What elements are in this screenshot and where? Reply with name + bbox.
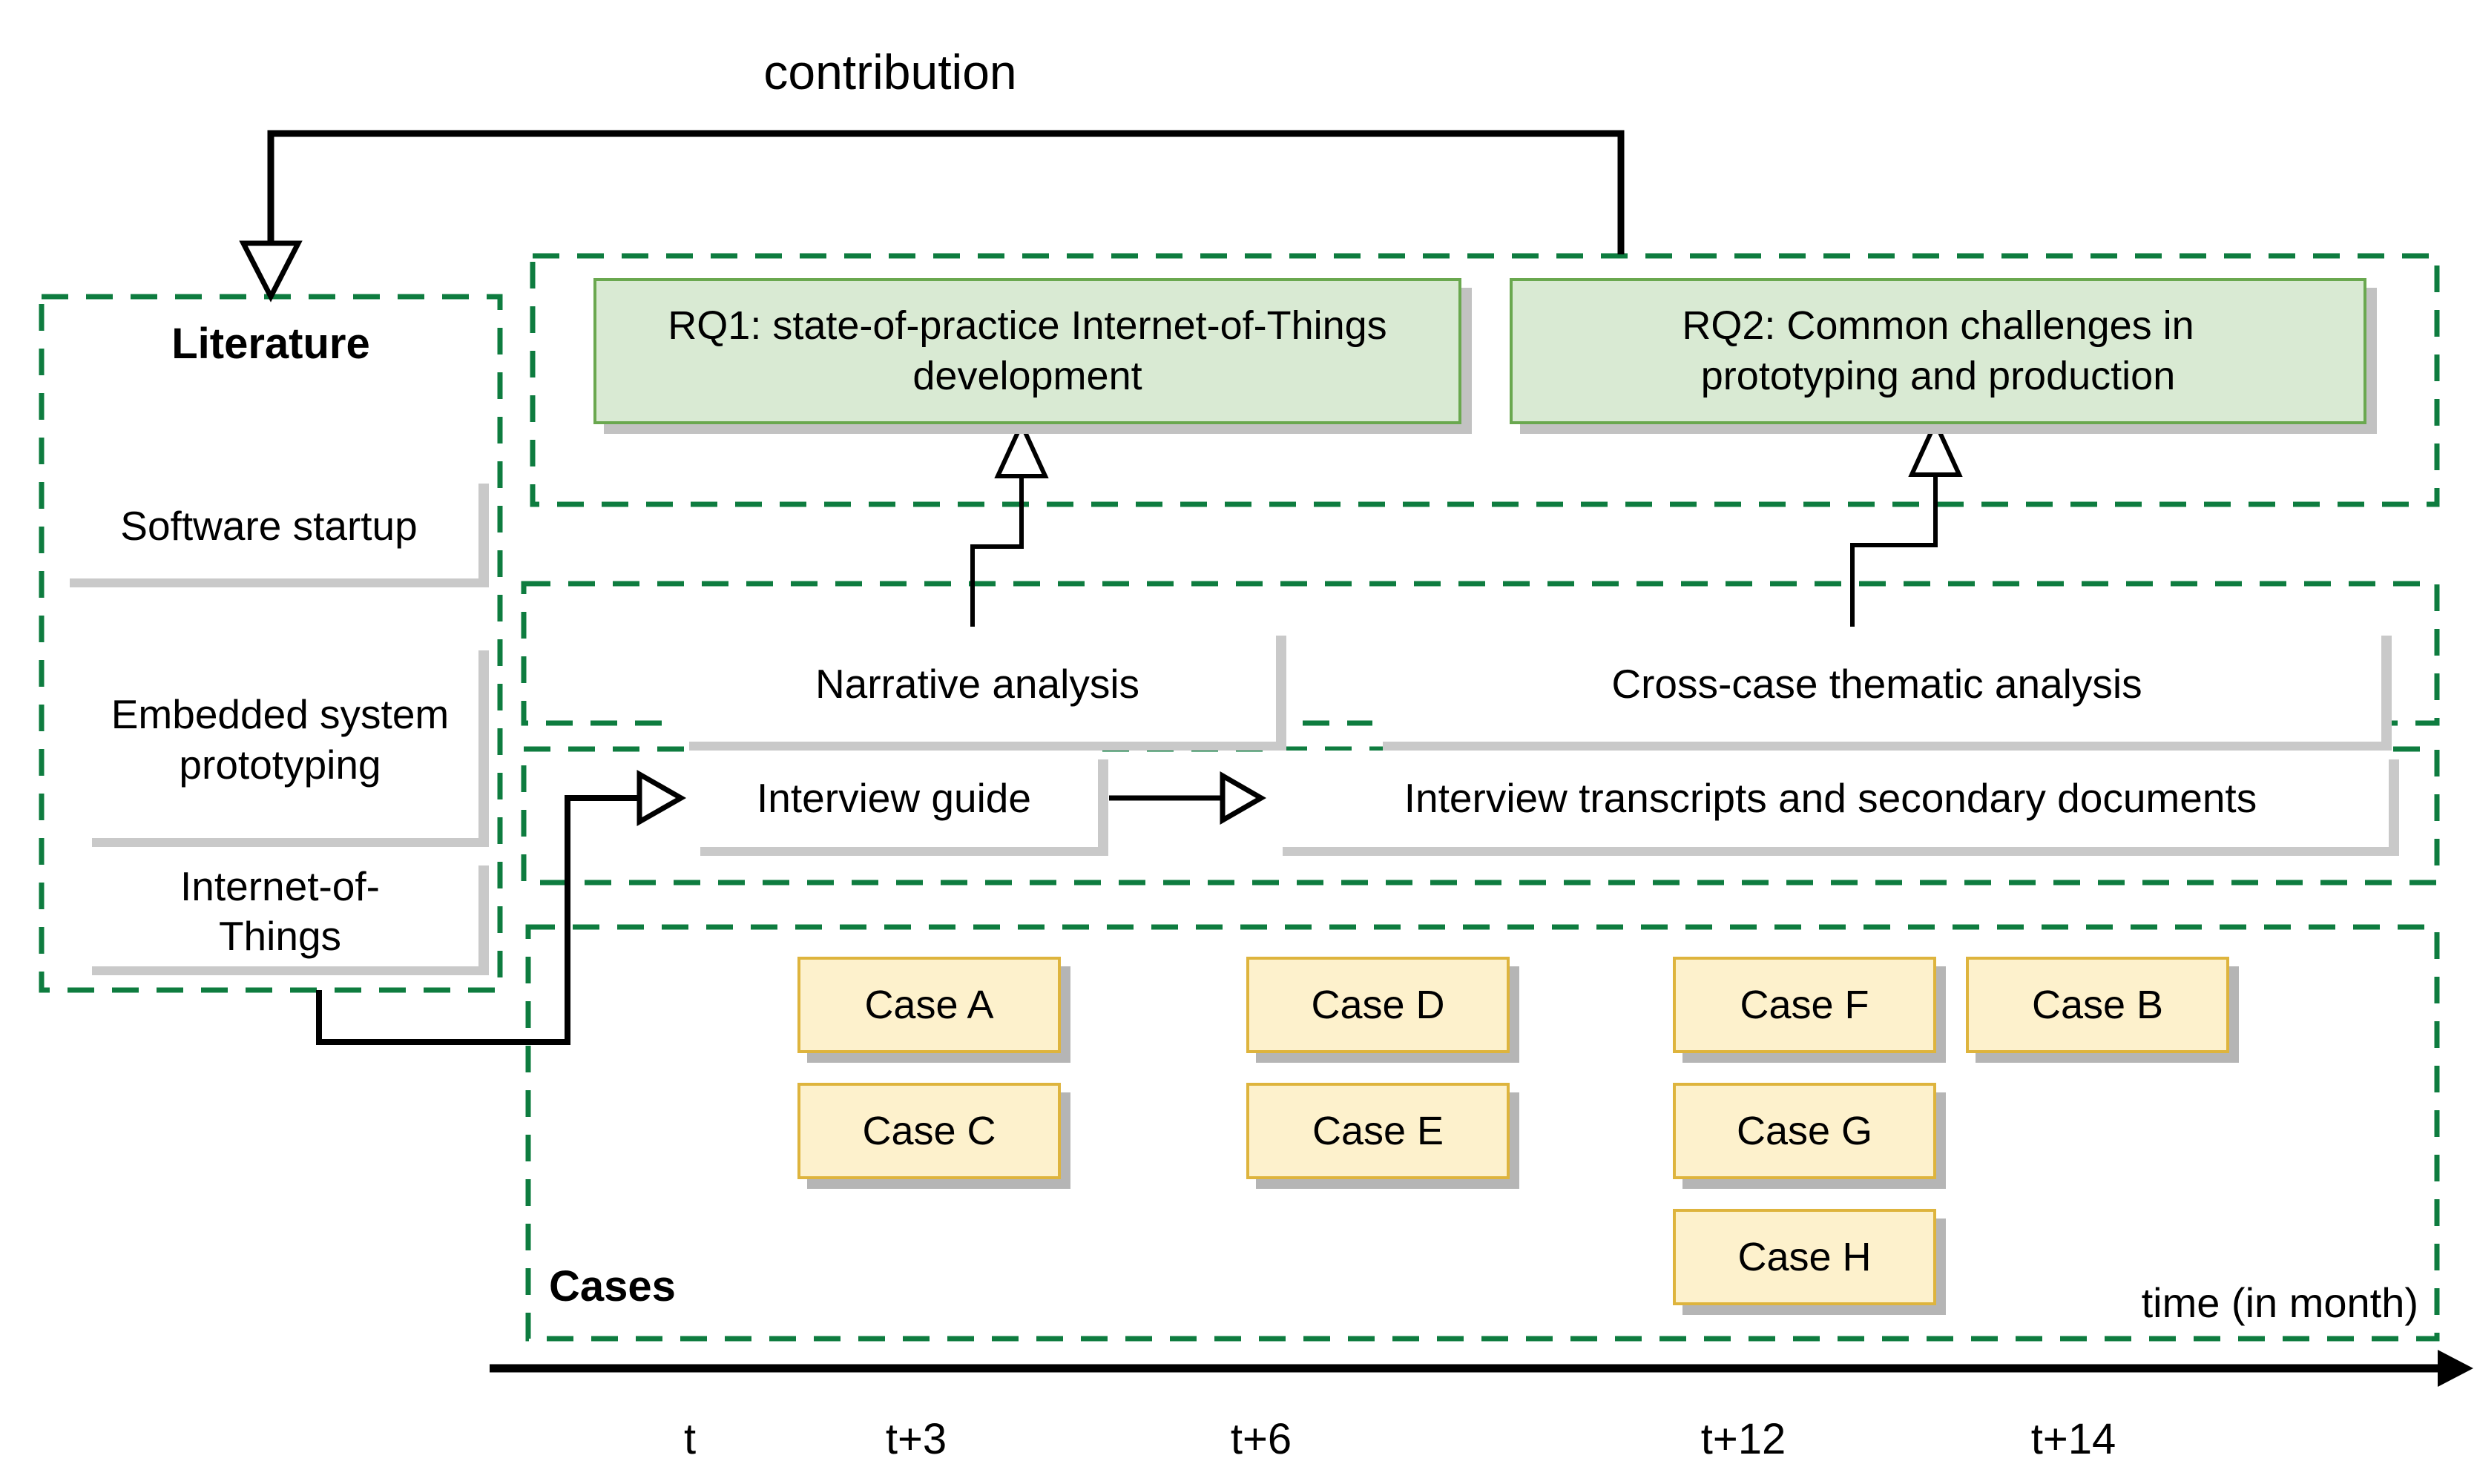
case-label: Case D — [1311, 983, 1445, 1027]
timeline-tick: t+14 — [2030, 1414, 2116, 1463]
literature-item-label: Internet-of-Things — [180, 863, 380, 959]
literature-item-embedded-system-prototyping: Embedded system prototyping — [82, 642, 478, 838]
narrative-to-rq1-connector — [970, 418, 1049, 627]
rq2-box: RQ2: Common challenges in prototyping an… — [1510, 278, 2366, 424]
timeline-tick: t — [683, 1414, 697, 1463]
guide-to-transcripts-connector — [1109, 771, 1267, 825]
interview-guide-box: Interview guide — [690, 751, 1098, 847]
case-card: Case C — [797, 1083, 1061, 1179]
case-card: Case D — [1246, 957, 1510, 1053]
rq1-box: RQ1: state-of-practice Internet-of-Thing… — [593, 278, 1461, 424]
arrow-right-hollow-icon — [1220, 771, 1267, 825]
case-card: Case H — [1673, 1209, 1936, 1305]
timeline-tick: t+12 — [1700, 1414, 1786, 1463]
case-card: Case E — [1246, 1083, 1510, 1179]
narrative-analysis-label: Narrative analysis — [815, 660, 1140, 707]
arrow-up-hollow-icon — [1908, 417, 1963, 477]
case-label: Case G — [1736, 1109, 1873, 1153]
arrow-up-hollow-icon — [994, 418, 1049, 478]
case-card: Case G — [1673, 1083, 1936, 1179]
crosscase-to-rq2-connector — [1850, 417, 1963, 627]
case-label: Case E — [1312, 1109, 1444, 1153]
case-label: Case B — [2031, 983, 2164, 1027]
literature-item-label: Software startup — [120, 503, 418, 550]
arrow-right-filled-icon — [2438, 1350, 2473, 1387]
research-questions-dashed-container — [530, 253, 2440, 507]
analysis-dashed-container — [521, 581, 2440, 726]
timeline-axis — [490, 1350, 2473, 1387]
interview-transcripts-label: Interview transcripts and secondary docu… — [1404, 775, 2257, 822]
narrative-analysis-box: Narrative analysis — [679, 627, 1276, 742]
literature-item-software-startup: Software startup — [59, 475, 478, 578]
literature-to-interview-connector — [316, 769, 687, 1045]
case-card: Case B — [1966, 957, 2229, 1053]
case-label: Case H — [1737, 1235, 1872, 1279]
cases-dashed-container — [525, 924, 2440, 1342]
literature-item-internet-of-things: Internet-of-Things — [82, 857, 478, 966]
interview-guide-label: Interview guide — [757, 775, 1031, 822]
cross-case-analysis-label: Cross-case thematic analysis — [1611, 660, 2142, 707]
literature-item-label: Embedded system prototyping — [111, 691, 450, 788]
case-label: Case A — [864, 983, 994, 1027]
timeline-tick: t+3 — [885, 1414, 947, 1463]
case-card: Case A — [797, 957, 1061, 1053]
timeline-tick: t+6 — [1230, 1414, 1292, 1463]
rq2-label: RQ2: Common challenges in prototyping an… — [1682, 303, 2194, 398]
rq1-label: RQ1: state-of-practice Internet-of-Thing… — [668, 303, 1387, 398]
cases-section-label: Cases — [549, 1262, 676, 1310]
arrow-right-hollow-icon — [636, 769, 687, 827]
cross-case-analysis-box: Cross-case thematic analysis — [1372, 627, 2381, 742]
case-card: Case F — [1673, 957, 1936, 1053]
case-label: Case C — [862, 1109, 996, 1153]
case-label: Case F — [1740, 983, 1869, 1027]
contribution-label: contribution — [763, 44, 1017, 99]
arrow-down-hollow-icon — [239, 240, 303, 303]
interview-transcripts-box: Interview transcripts and secondary docu… — [1272, 751, 2389, 847]
literature-title: Literature — [171, 319, 370, 368]
contribution-connector — [239, 130, 1625, 303]
data-collection-dashed-container — [521, 746, 2440, 886]
time-axis-label: time (in month) — [2141, 1279, 2418, 1326]
